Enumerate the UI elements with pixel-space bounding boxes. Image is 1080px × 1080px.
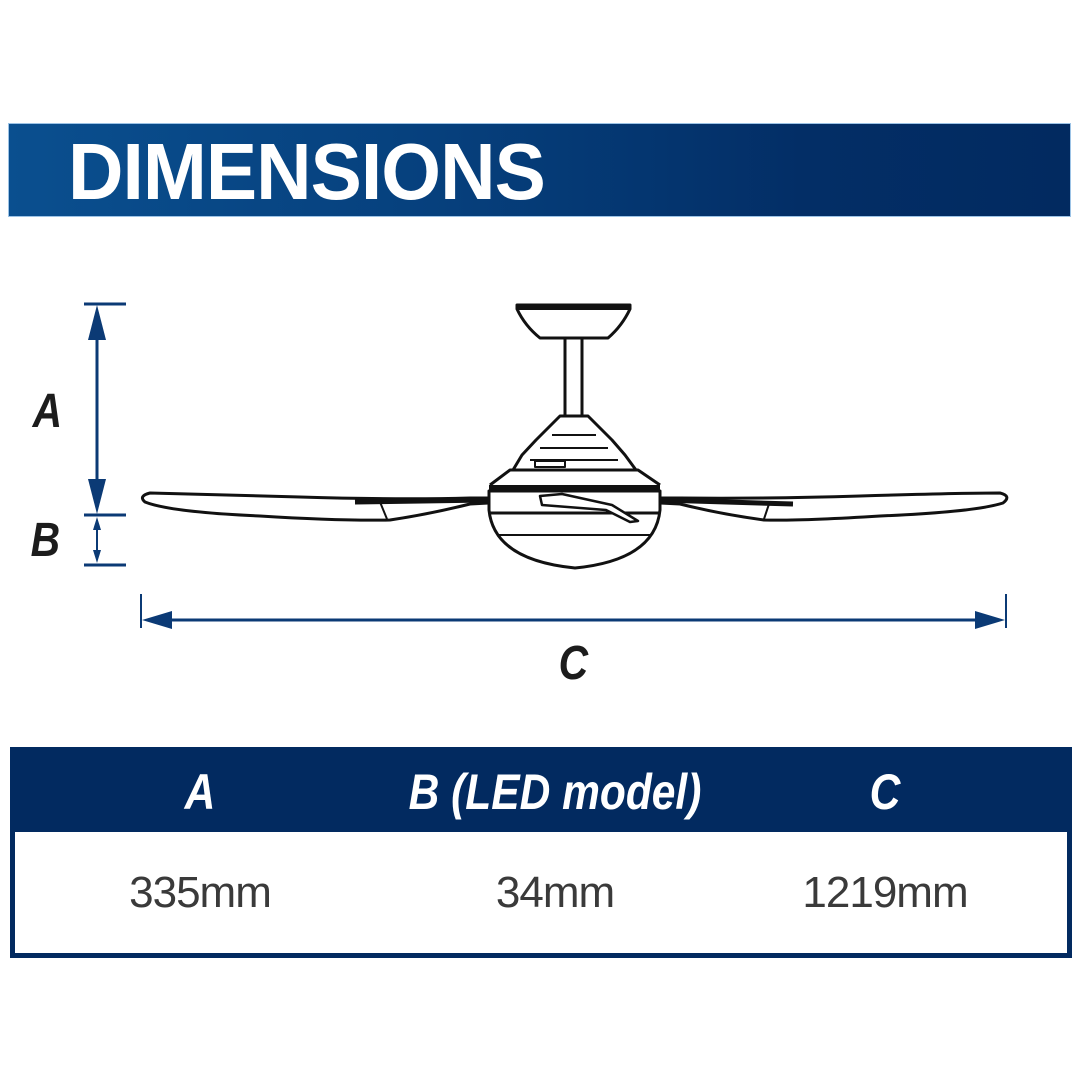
table-value-a: 335mm	[129, 868, 272, 917]
dimension-label-a: A	[32, 385, 63, 438]
table-header-a: A	[184, 764, 216, 820]
dimension-label-c: C	[558, 637, 589, 690]
dimensions-table: A B (LED model) C 335mm 34mm 1219mm	[10, 747, 1072, 958]
table-value-c: 1219mm	[802, 868, 968, 917]
dimensions-banner: DIMENSIONS	[8, 123, 1071, 217]
dimension-label-b: B	[30, 514, 61, 567]
page-title: DIMENSIONS	[68, 127, 546, 216]
vertical-dimension-lines	[84, 302, 126, 567]
fan-dimension-diagram: A B C	[30, 302, 1009, 690]
table-header-row: A B (LED model) C	[15, 752, 1067, 832]
table-header-c: C	[869, 764, 901, 820]
horizontal-dimension-line	[140, 594, 1007, 629]
table-header-b: B (LED model)	[408, 764, 702, 820]
table-row: 335mm 34mm 1219mm	[15, 832, 1067, 953]
ceiling-fan-icon	[140, 303, 1009, 570]
table-value-b: 34mm	[495, 868, 615, 917]
